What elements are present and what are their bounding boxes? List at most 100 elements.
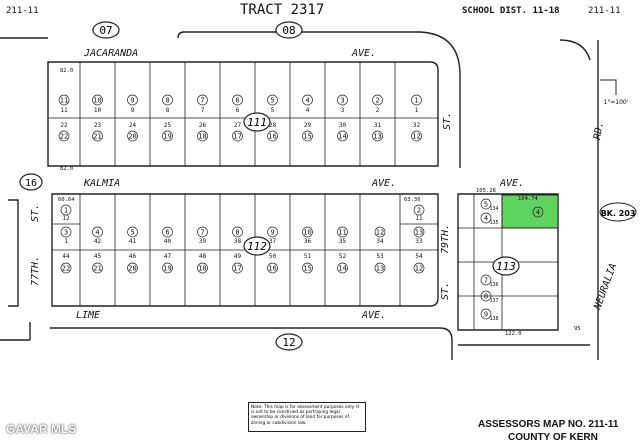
block111-top-parcel-circle <box>58 94 70 106</box>
street-circle-08: 08 <box>282 24 295 37</box>
block111-top-lot: 9 <box>131 107 135 114</box>
block112-row3-lot: 47 <box>164 253 172 260</box>
block112-row3-parcel-circle <box>302 262 313 274</box>
block111-bottom-parcel-circle <box>302 130 313 142</box>
block113-highlight-parcel: 4 <box>536 209 540 217</box>
block112-row2-parcel-circle <box>413 226 425 238</box>
street-circle-12: 12 <box>282 336 295 349</box>
block112-row1-parcel-circle <box>413 204 425 216</box>
tract-title: TRACT 2317 <box>240 2 325 18</box>
dim-95: 95 <box>574 326 581 332</box>
block112-row3-parcel-circle <box>127 262 138 274</box>
block112-row2-parcel: 9 <box>270 229 274 237</box>
block111-bottom-lot: 23 <box>94 122 102 129</box>
block111-top-parcel-circle <box>232 94 243 106</box>
block111-bottom-lot: 28 <box>269 122 277 129</box>
block112-row2-parcel: 7 <box>200 229 204 237</box>
street-lime-ave: AVE. <box>361 310 386 321</box>
north-arrow-icon <box>600 79 617 95</box>
block111-bottom-parcel-circle <box>267 130 278 142</box>
scale-label: 1"=100' <box>604 99 629 106</box>
block113-parcel: 9 <box>484 311 488 319</box>
block112-row2-parcel-circle <box>92 226 103 238</box>
street-circle-07: 07 <box>99 24 112 37</box>
block113-parcel: 8 <box>484 293 488 301</box>
street-jacaranda-ave: AVE. <box>351 48 376 59</box>
block112-row1-lot: 12 <box>62 215 70 222</box>
street-79th-suffix: ST. <box>440 282 451 300</box>
street-79th: 79TH. <box>440 224 451 254</box>
block112-row3-parcel: 16 <box>268 265 276 273</box>
block112-row3-lot: 46 <box>129 253 137 260</box>
block111-bottom-parcel-circle <box>411 130 422 142</box>
jacaranda-north-edge <box>177 31 461 168</box>
street-77th-suffix: ST. <box>30 204 41 222</box>
block111-top-lot: 10 <box>94 107 102 114</box>
block111-bottom-parcel: 19 <box>163 133 171 141</box>
block113-lot: 134 <box>489 206 498 212</box>
block-111-label: 111 <box>247 116 267 129</box>
block112-row2-parcel-circle <box>232 226 243 238</box>
block112-row2-parcel: 13 <box>415 229 423 237</box>
street-circle-16: 16 <box>25 178 37 189</box>
block111-top-lot: 2 <box>376 107 380 114</box>
watermark: GAVAR MLS <box>6 422 77 436</box>
block-111-outline <box>47 61 439 167</box>
lime-south-road <box>50 327 453 360</box>
block111-bottom-lot: 26 <box>199 122 207 129</box>
block112-row2-lot: 39 <box>199 238 207 245</box>
block112-row3-lot: 53 <box>376 253 384 260</box>
block112-row2-parcel: 11 <box>338 229 346 237</box>
block111-bottom-parcel-circle <box>232 130 243 142</box>
map-number-right: 211-11 <box>588 6 621 16</box>
block112-row3-parcel: 14 <box>338 265 346 273</box>
block112-row2-parcel-circle <box>162 226 173 238</box>
block112-row3-parcel-circle <box>337 262 348 274</box>
block112-row3-lot: 54 <box>415 253 423 260</box>
block112-row2-parcel: 6 <box>165 229 169 237</box>
block113-lot: 135 <box>489 220 498 226</box>
street-jacaranda: JACARANDA <box>83 48 138 59</box>
block111-top-parcel: 9 <box>130 97 134 105</box>
block112-row2-parcel: 10 <box>303 229 311 237</box>
block111-bottom-lot: 22 <box>60 122 68 129</box>
block111-top-parcel: 7 <box>200 97 204 105</box>
block111-bottom-lot: 29 <box>304 122 312 129</box>
block112-row3-parcel-circle <box>374 262 386 274</box>
block111-top-parcel-circle <box>197 94 208 106</box>
block112-row3-lot: 48 <box>199 253 207 260</box>
lime-south-edge <box>0 322 31 341</box>
block111-bottom-parcel: 21 <box>93 133 101 141</box>
block111-bottom-parcel: 13 <box>373 133 381 141</box>
block111-bottom-lot: 24 <box>129 122 137 129</box>
street-st-top: ST. <box>442 112 453 130</box>
block113-parcel: 4 <box>484 215 488 223</box>
highlighted-parcel <box>501 194 559 229</box>
block112-row3-parcel: 22 <box>62 265 70 273</box>
map-number-left: 211-11 <box>6 6 39 16</box>
block112-row2-parcel: 12 <box>376 229 384 237</box>
street-kalmia: KALMIA <box>83 178 120 189</box>
block111-top-parcel-circle <box>92 94 103 106</box>
neuralia-curve <box>559 39 591 61</box>
block-111-lot-lines <box>48 62 438 166</box>
block112-row3-parcel-circle <box>162 262 173 274</box>
block113-lot: 137 <box>489 298 498 304</box>
block111-top-parcel: 1 <box>414 97 418 105</box>
block111-bottom-parcel: 18 <box>198 133 206 141</box>
block112-row3-parcel-circle <box>232 262 243 274</box>
block112-row1-parcel-circle <box>60 204 72 216</box>
block112-row2-lot: 37 <box>269 238 277 245</box>
block111-bottom-parcel: 20 <box>128 133 136 141</box>
dim-105: 105.28 <box>476 188 496 194</box>
assessment-note: Note: This map is for assessment purpose… <box>248 402 366 432</box>
block112-row3-parcel: 12 <box>415 265 423 273</box>
block112-row3-parcel: 20 <box>128 265 136 273</box>
block111-bottom-lot: 25 <box>164 122 172 129</box>
block112-row3-lot: 49 <box>234 253 242 260</box>
block111-bottom-parcel-circle <box>197 130 208 142</box>
block112-row3-lot: 45 <box>94 253 102 260</box>
block111-top-lot: 11 <box>60 107 68 114</box>
block112-row2-parcel-circle <box>302 226 313 238</box>
